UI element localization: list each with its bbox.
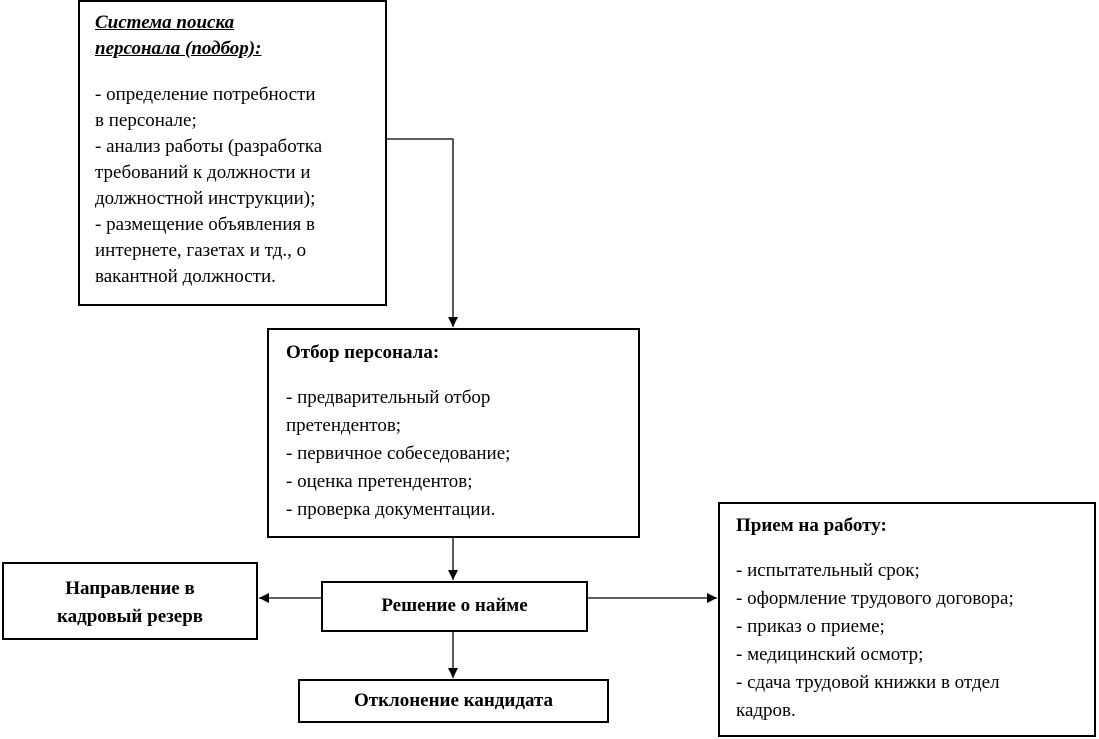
selection-item-line: претендентов; [286,415,402,436]
search-item-line: - определение потребности [95,84,316,105]
employment-box [718,502,1096,737]
employment-title: Прием на работу: [736,515,887,536]
search-item-line: в персонале; [95,110,197,131]
employment-item-line: - испытательный срок; [736,560,920,581]
search-item-line: требований к должности и [95,162,311,183]
hiring-decision-box [321,581,588,632]
candidate-rejection-label: Отклонение кандидата [353,690,554,711]
search-system-title-line-1: Система поиска [95,12,235,33]
personnel-selection-box [267,328,640,538]
search-item-line: - размещение объявления в [95,214,315,235]
personnel-reserve-line-1: Направление в [65,578,195,599]
employment-item-line: кадров. [736,700,796,721]
selection-item-line: - проверка документации. [286,499,496,520]
selection-item-line: - оценка претендентов; [286,471,473,492]
search-item-line: интернете, газетах и тд., о [95,240,307,261]
employment-item-line: - оформление трудового договора; [736,588,1014,609]
search-item-line: должностной инструкции); [95,188,316,209]
selection-item-line: - предварительный отбор [286,387,491,408]
personnel-selection-title: Отбор персонала: [286,342,440,363]
personnel-reserve-line-2: кадровый резерв [56,606,204,627]
employment-item-line: - приказ о приеме; [736,616,885,637]
personnel-reserve-box [2,562,258,640]
selection-item-line: - первичное собеседование; [286,443,511,464]
candidate-rejection-box [298,679,609,723]
arrow-search-to-selection [386,138,458,327]
search-item-line: - анализ работы (разработка [95,136,323,157]
search-system-box [78,0,387,306]
employment-item-line: - сдача трудовой книжки в отдел [736,672,1000,693]
search-system-title-line-2: персонала (подбор): [95,38,262,59]
hiring-decision-label: Решение о найме [381,595,528,616]
employment-item-line: - медицинский осмотр; [736,644,924,665]
search-item-line: вакантной должности. [95,266,276,287]
